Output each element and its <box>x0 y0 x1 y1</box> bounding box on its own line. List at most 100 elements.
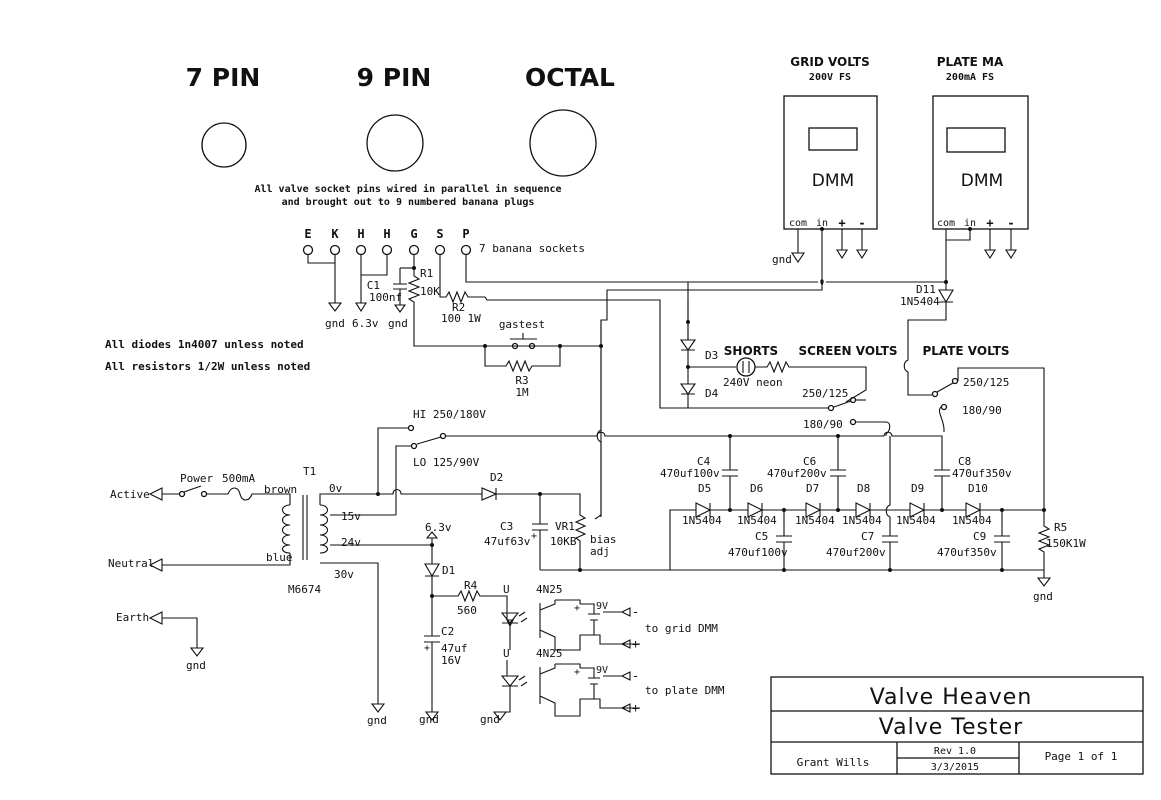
tap-0v: 0v <box>329 482 343 495</box>
d5-label: D5 <box>698 482 711 495</box>
grid-meter-range: 200V FS <box>809 72 851 83</box>
grid-dmm-label: DMM <box>812 171 854 191</box>
r3-value: 1M <box>515 386 529 399</box>
to-grid-label: to grid DMM <box>645 622 718 635</box>
bias-label: bias <box>590 533 617 546</box>
plate-volts-label: PLATE VOLTS <box>922 344 1009 358</box>
t1-label: T1 <box>303 465 316 478</box>
plate-meter-title: PLATE MA <box>937 55 1004 69</box>
u1-model: 4N25 <box>536 583 563 596</box>
title-block: Valve Heaven Valve Tester Grant Wills Re… <box>770 676 1144 775</box>
grid-out-plus: + <box>632 637 639 651</box>
blue-label: blue <box>266 551 293 564</box>
banana-sockets: E K H H G S P 7 banana sockets gnd 6.3v … <box>302 227 828 409</box>
grid-meter-gnd: gnd <box>772 253 792 266</box>
c1-label: C1 <box>367 279 380 292</box>
socket-9pin <box>366 114 424 172</box>
fuse-label: 500mA <box>222 472 255 485</box>
u2-9v: 9V <box>596 665 608 676</box>
brown-label: brown <box>264 483 297 496</box>
plate-sw-250: 250/125 <box>963 376 1009 389</box>
power-label: Power <box>180 472 213 485</box>
tap-30v: 30v <box>334 568 354 581</box>
mains-input: Power 500mA Active brown Neutral blue Ea… <box>108 472 297 672</box>
c5-label: C5 <box>755 530 768 543</box>
grid-dmm-minus: - <box>858 216 865 230</box>
u2-label: U <box>503 647 510 660</box>
socket-7pin-label: 7 PIN <box>186 63 261 92</box>
gastest-switch: gastest R3 1M <box>483 318 603 399</box>
grid-dmm-in: in <box>816 218 828 229</box>
d6-value: 1N5404 <box>737 514 777 527</box>
grid-dmm: DMM com in + - <box>783 95 878 230</box>
shorts-neon: SHORTS 240V neon <box>688 344 867 403</box>
opto-6v3-label: 6.3v <box>425 521 452 534</box>
r3-label: R3 <box>515 374 528 387</box>
c7-value: 470uf200v <box>826 546 886 559</box>
plate-dmm-in: in <box>964 218 976 229</box>
ek-gnd: gnd <box>325 317 345 330</box>
plate-dmm-minus: - <box>1007 216 1014 230</box>
d9-label: D9 <box>911 482 924 495</box>
xfmr-gnd: gnd <box>367 714 387 727</box>
active-label: Active <box>110 488 150 501</box>
grid-out-minus: - <box>632 605 639 619</box>
banana-label-s: S <box>436 227 443 241</box>
d11-label: D11 <box>916 283 936 296</box>
optocoupler-plate: U 4N25 + 9V - + to plate DMM gnd <box>480 647 725 726</box>
drawing-date: 3/3/2015 <box>931 762 979 773</box>
screen-volts-label: SCREEN VOLTS <box>798 344 897 358</box>
transformer-t1: T1 0v 15v 24v 30v M6674 gnd <box>281 465 482 727</box>
page-number: Page 1 of 1 <box>1045 750 1118 763</box>
screen-sw-180: 180/90 <box>803 418 843 431</box>
r2-label: R2 <box>452 301 465 314</box>
d6-label: D6 <box>750 482 763 495</box>
r5-gnd: gnd <box>1033 590 1053 603</box>
plate-sw-180: 180/90 <box>962 404 1002 417</box>
grid-dmm-plus: + <box>838 216 845 230</box>
d4-label: D4 <box>705 387 719 400</box>
vr1-label: VR1 <box>555 520 575 533</box>
r5-value: 150K1W <box>1046 537 1086 550</box>
to-plate-label: to plate DMM <box>645 684 725 697</box>
drawing-title: Valve Tester <box>879 715 1023 740</box>
opto-gnd: gnd <box>480 713 500 726</box>
plate-meter-range: 200mA FS <box>946 72 994 83</box>
voltage-multiplier: C4 470uf100v C6 470uf200v C8 470uf350v D… <box>660 434 1086 603</box>
meter-leads: gnd <box>772 227 1017 285</box>
d5-value: 1N5404 <box>682 514 722 527</box>
neutral-label: Neutral <box>108 557 154 570</box>
plate-out-minus: - <box>632 669 639 683</box>
r4-value: 560 <box>457 604 477 617</box>
socket-note-line1: All valve socket pins wired in parallel … <box>254 183 561 195</box>
vr1-value: 10KB <box>550 535 577 548</box>
d7-value: 1N5404 <box>795 514 835 527</box>
d7-label: D7 <box>806 482 819 495</box>
plate-dmm-com: com <box>937 218 955 229</box>
d8-label: D8 <box>857 482 870 495</box>
socket-octal <box>529 109 597 177</box>
c9-value: 470uf350v <box>937 546 997 559</box>
c4-value: 470uf100v <box>660 467 720 480</box>
socket-octal-label: OCTAL <box>525 63 615 92</box>
plate-dmm-label: DMM <box>961 171 1003 191</box>
earth-label: Earth <box>116 611 149 624</box>
banana-label-g: G <box>410 227 417 241</box>
heater-6v3-label: 6.3v <box>352 317 379 330</box>
d10-value: 1N5404 <box>952 514 992 527</box>
banana-label-p: P <box>462 227 469 241</box>
u1-9v: 9V <box>596 601 608 612</box>
c2-voltage: 16V <box>441 654 461 667</box>
grid-wire <box>600 279 824 517</box>
c8-label: C8 <box>958 455 971 468</box>
plate-volts-switch: PLATE VOLTS 250/125 180/90 D11 1N5404 <box>900 280 1045 508</box>
d11-value: 1N5404 <box>900 295 940 308</box>
lo-label: LO 125/90V <box>413 456 480 469</box>
c5-value: 470uf100v <box>728 546 788 559</box>
screen-volts-switch: SCREEN VOLTS 250/125 180/90 <box>798 344 898 436</box>
screen-sw-250: 250/125 <box>802 387 848 400</box>
grid-dmm-com: com <box>789 218 807 229</box>
opto-supply: 6.3v D1 R4 560 + C2 47uf 16V gnd <box>419 521 508 726</box>
d2-label: D2 <box>490 471 503 484</box>
neon-label: 240V neon <box>723 376 783 389</box>
